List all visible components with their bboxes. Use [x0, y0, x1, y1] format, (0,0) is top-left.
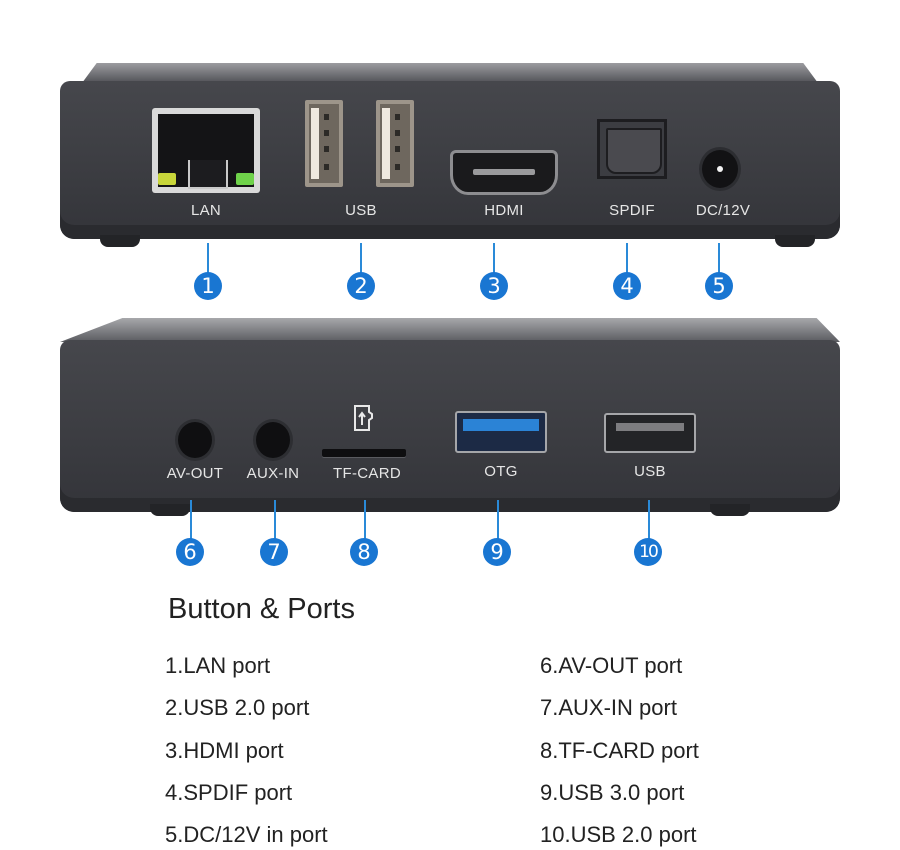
usb-pin: [395, 164, 400, 170]
callout-badge-10: 10: [634, 538, 662, 566]
label-usb: USB: [345, 202, 377, 219]
callout-leader-line: [207, 243, 209, 273]
legend-item: 8.TF-CARD port: [540, 738, 699, 763]
device-foot: [150, 504, 190, 516]
aux-in-jack: [256, 422, 290, 458]
legend-item: 7.AUX-IN port: [540, 695, 677, 720]
callout-leader-line: [497, 500, 499, 540]
label-tf-card: TF-CARD: [333, 465, 401, 482]
usb-pin: [324, 146, 329, 152]
usb2-port: [604, 413, 696, 453]
callout-badge-4: 4: [613, 272, 641, 300]
legend-item: 10.USB 2.0 port: [540, 822, 697, 847]
label-spdif: SPDIF: [609, 202, 655, 219]
callout-badge-2: 2: [347, 272, 375, 300]
legend-item: 3.HDMI port: [165, 738, 284, 763]
usb-port-tongue: [382, 108, 390, 179]
label-av-out: AV-OUT: [166, 465, 224, 482]
hdmi-port: [450, 150, 558, 195]
callout-leader-line: [360, 243, 362, 273]
label-otg: OTG: [484, 463, 518, 480]
callout-badge-9: 9: [483, 538, 511, 566]
legend-item: 2.USB 2.0 port: [165, 695, 310, 720]
device-top-surface: [60, 318, 840, 342]
dc-power-jack: [702, 150, 738, 188]
callout-leader-line: [718, 243, 720, 273]
callout-badge-6: 6: [176, 538, 204, 566]
legend-item: 1.LAN port: [165, 653, 271, 678]
callout-badge-1: 1: [194, 272, 222, 300]
callout-badge-8: 8: [350, 538, 378, 566]
label-hdmi: HDMI: [484, 202, 524, 219]
usb-pin: [324, 164, 329, 170]
dc-pin: [717, 166, 723, 172]
usb-port-1: [305, 100, 343, 187]
lan-led-green-icon: [236, 173, 254, 185]
usb-port-2: [376, 100, 414, 187]
lan-led-yellow-icon: [158, 173, 176, 185]
legend-item: 5.DC/12V in port: [165, 822, 328, 847]
usb-pin: [395, 130, 400, 136]
device-rear-view: [60, 318, 840, 516]
usb3-blue-tongue: [463, 419, 539, 431]
usb-pin: [395, 146, 400, 152]
callout-leader-line: [274, 500, 276, 540]
device-foot: [775, 235, 815, 247]
legend-item: 6.AV-OUT port: [540, 653, 683, 678]
callout-badge-5: 5: [705, 272, 733, 300]
label-aux-in: AUX-IN: [246, 465, 300, 482]
sd-card-icon: [354, 405, 373, 431]
callout-leader-line: [190, 500, 192, 540]
callout-badge-3: 3: [480, 272, 508, 300]
label-usb-rear: USB: [634, 463, 666, 480]
callout-leader-line: [648, 500, 650, 540]
lan-port: [152, 108, 260, 193]
callout-leader-line: [493, 243, 495, 273]
tf-card-slot: [322, 449, 406, 457]
label-dc-12v: DC/12V: [695, 202, 751, 219]
device-foot: [710, 504, 750, 516]
lan-port-latch: [188, 160, 228, 189]
device-top-surface: [82, 63, 818, 83]
spdif-socket: [606, 128, 662, 174]
av-out-jack: [178, 422, 212, 458]
callout-leader-line: [364, 500, 366, 540]
usb-pin: [324, 130, 329, 136]
usb-port-tongue: [311, 108, 319, 179]
hdmi-contacts: [473, 169, 535, 175]
usb-pin: [324, 114, 329, 120]
spdif-port: [597, 119, 667, 179]
label-lan: LAN: [190, 202, 222, 219]
legend-item: 9.USB 3.0 port: [540, 780, 685, 805]
usb3-otg-port: [455, 411, 547, 453]
legend-item: 4.SPDIF port: [165, 780, 293, 805]
callout-badge-7: 7: [260, 538, 288, 566]
callout-leader-line: [626, 243, 628, 273]
device-rear-face: [60, 340, 840, 512]
device-foot: [100, 235, 140, 247]
usb2-tongue: [616, 423, 684, 431]
legend-title: Button & Ports: [168, 593, 355, 625]
usb-pin: [395, 114, 400, 120]
